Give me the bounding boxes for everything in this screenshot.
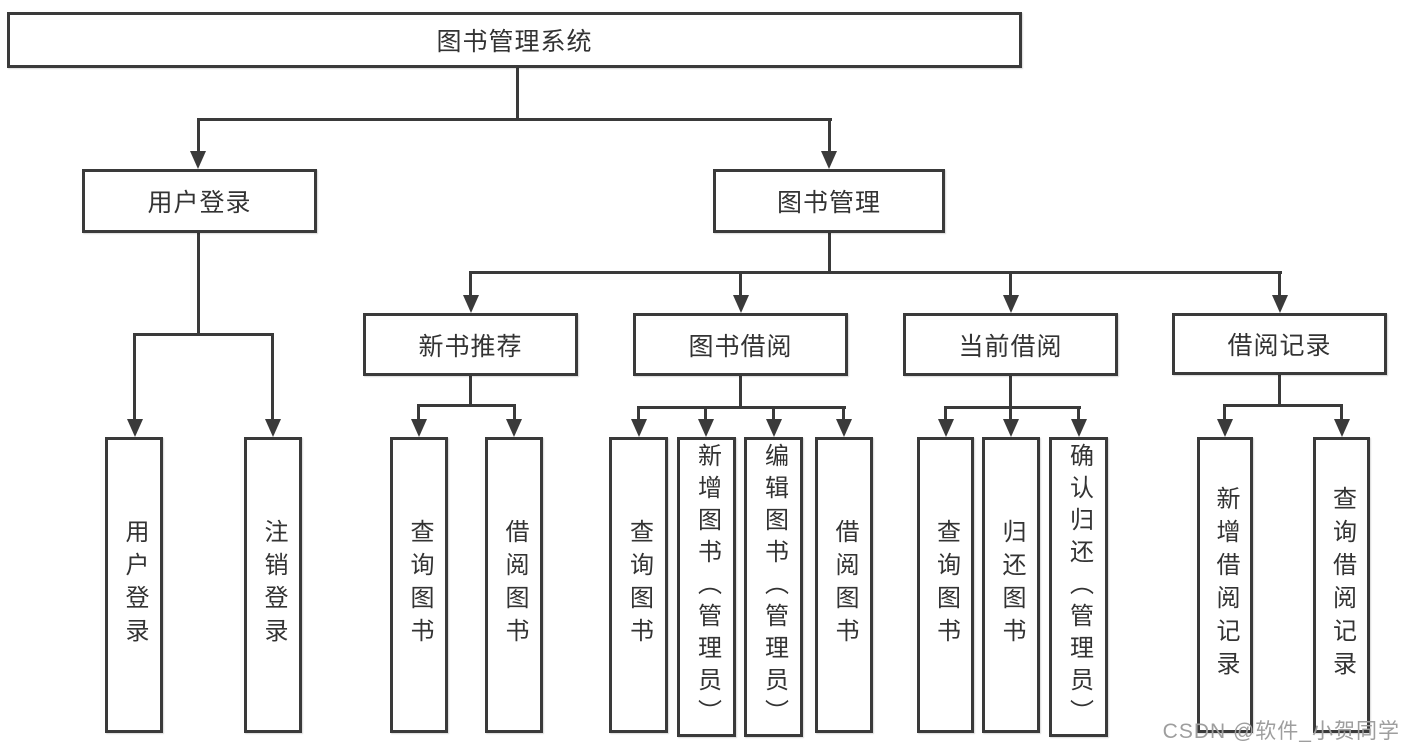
connector-user-login-stem xyxy=(197,230,200,336)
connector-book-borrow-stem xyxy=(739,376,742,409)
connector-nb-borrow-drop xyxy=(513,404,516,421)
arrowhead-nb-borrow xyxy=(506,419,522,437)
connector-bb-query-drop xyxy=(637,406,640,421)
node-borrow-record-label: 借阅记录 xyxy=(1227,332,1332,360)
node-current-borrow: 当前借阅 xyxy=(903,313,1118,376)
leaf-user-login-label: 用户登录 xyxy=(121,519,148,651)
arrowhead-nb-query xyxy=(411,419,427,437)
arrowhead-current-borrow xyxy=(1003,295,1019,313)
connector-br-add-drop xyxy=(1223,404,1226,421)
connector-book-borrow-split xyxy=(637,406,846,409)
leaf-cb-return-book-label: 归还图书 xyxy=(998,519,1025,651)
leaf-nb-borrow-book-label: 借阅图书 xyxy=(501,519,528,651)
arrowhead-logout-leaf xyxy=(265,419,281,437)
arrowhead-book-borrow xyxy=(733,295,749,313)
connector-br-query-drop xyxy=(1340,404,1343,421)
connector-level3-horizontal xyxy=(469,271,1282,274)
arrowhead-login-leaf xyxy=(127,419,143,437)
connector-book-mgmt-drop xyxy=(828,118,831,154)
leaf-user-login: 用户登录 xyxy=(105,437,163,733)
connector-bb-add-drop xyxy=(704,406,707,421)
leaf-nb-query-book-label: 查询图书 xyxy=(406,519,433,651)
connector-bb-edit-drop xyxy=(772,406,775,421)
arrowhead-bb-query xyxy=(631,419,647,437)
leaf-cb-query-book: 查询图书 xyxy=(917,437,974,733)
connector-new-book-split xyxy=(417,404,516,407)
leaf-bb-add-book-admin-label: 新增图书（管理员） xyxy=(693,443,721,731)
node-root-label: 图书管理系统 xyxy=(436,28,593,56)
leaf-bb-query-book: 查询图书 xyxy=(609,437,668,733)
arrowhead-br-query xyxy=(1334,419,1350,437)
connector-cb-return-drop xyxy=(1009,406,1012,421)
leaf-br-add-record-label: 新增借阅记录 xyxy=(1212,486,1239,684)
node-book-mgmt: 图书管理 xyxy=(713,169,945,233)
connector-user-login-split xyxy=(133,333,274,336)
leaf-cb-return-book: 归还图书 xyxy=(982,437,1040,733)
connector-login-leaf-drop xyxy=(133,333,136,421)
connector-bb-borrow-drop xyxy=(842,406,845,421)
connector-book-borrow-drop xyxy=(739,271,742,297)
node-book-borrow: 图书借阅 xyxy=(633,313,848,376)
leaf-nb-borrow-book: 借阅图书 xyxy=(485,437,543,733)
arrowhead-bb-add xyxy=(698,419,714,437)
connector-current-borrow-stem xyxy=(1009,376,1012,409)
arrowhead-bb-borrow xyxy=(836,419,852,437)
node-user-login: 用户登录 xyxy=(82,169,317,233)
connector-borrow-record-drop xyxy=(1278,271,1281,297)
leaf-bb-borrow-book: 借阅图书 xyxy=(815,437,873,733)
connector-borrow-record-stem xyxy=(1278,375,1281,407)
leaf-br-query-record-label: 查询借阅记录 xyxy=(1328,486,1356,684)
leaf-bb-edit-book-admin-label: 编辑图书（管理员） xyxy=(760,443,788,731)
leaf-bb-add-book-admin: 新增图书（管理员） xyxy=(677,437,736,737)
arrowhead-new-book xyxy=(463,295,479,313)
connector-cb-query-drop xyxy=(944,406,947,421)
node-root: 图书管理系统 xyxy=(7,12,1022,68)
leaf-logout-label: 注销登录 xyxy=(260,519,287,651)
arrowhead-bb-edit xyxy=(766,419,782,437)
connector-root-stem xyxy=(516,68,519,120)
arrowhead-br-add xyxy=(1217,419,1233,437)
arrowhead-user-login xyxy=(190,151,206,169)
connector-logout-leaf-drop xyxy=(271,333,274,421)
connector-borrow-record-split xyxy=(1223,404,1343,407)
connector-level1-horizontal xyxy=(197,118,832,121)
arrowhead-borrow-record xyxy=(1272,295,1288,313)
connector-nb-query-drop xyxy=(417,404,420,421)
connector-user-login-drop xyxy=(197,118,200,154)
arrowhead-book-mgmt xyxy=(821,151,837,169)
leaf-logout: 注销登录 xyxy=(244,437,302,733)
node-user-login-label: 用户登录 xyxy=(147,189,252,217)
leaf-br-add-record: 新增借阅记录 xyxy=(1197,437,1253,733)
node-new-book-label: 新书推荐 xyxy=(418,332,523,361)
connector-current-borrow-split xyxy=(944,406,1081,409)
leaf-bb-edit-book-admin: 编辑图书（管理员） xyxy=(744,437,803,737)
arrowhead-cb-query xyxy=(938,419,954,437)
node-borrow-record: 借阅记录 xyxy=(1172,313,1387,375)
csdn-watermark: CSDN @软件_小贺同学 xyxy=(1162,720,1400,743)
leaf-cb-confirm-return-admin-label: 确认归还（管理员） xyxy=(1065,443,1093,731)
node-new-book: 新书推荐 xyxy=(363,313,578,376)
leaf-cb-confirm-return-admin: 确认归还（管理员） xyxy=(1049,437,1108,737)
leaf-cb-query-book-label: 查询图书 xyxy=(932,519,960,651)
arrowhead-cb-confirm xyxy=(1071,419,1087,437)
connector-new-book-stem xyxy=(469,376,472,407)
node-current-borrow-label: 当前借阅 xyxy=(958,332,1063,361)
arrowhead-cb-return xyxy=(1003,419,1019,437)
leaf-nb-query-book: 查询图书 xyxy=(390,437,448,733)
connector-cb-confirm-drop xyxy=(1077,406,1080,421)
node-book-mgmt-label: 图书管理 xyxy=(776,189,881,217)
leaf-br-query-record: 查询借阅记录 xyxy=(1313,437,1370,733)
connector-book-mgmt-stem xyxy=(828,233,831,274)
leaf-bb-query-book-label: 查询图书 xyxy=(625,519,653,651)
connector-current-borrow-drop xyxy=(1009,271,1012,297)
leaf-bb-borrow-book-label: 借阅图书 xyxy=(831,519,858,651)
connector-new-book-drop xyxy=(469,271,472,297)
node-book-borrow-label: 图书借阅 xyxy=(688,332,793,361)
